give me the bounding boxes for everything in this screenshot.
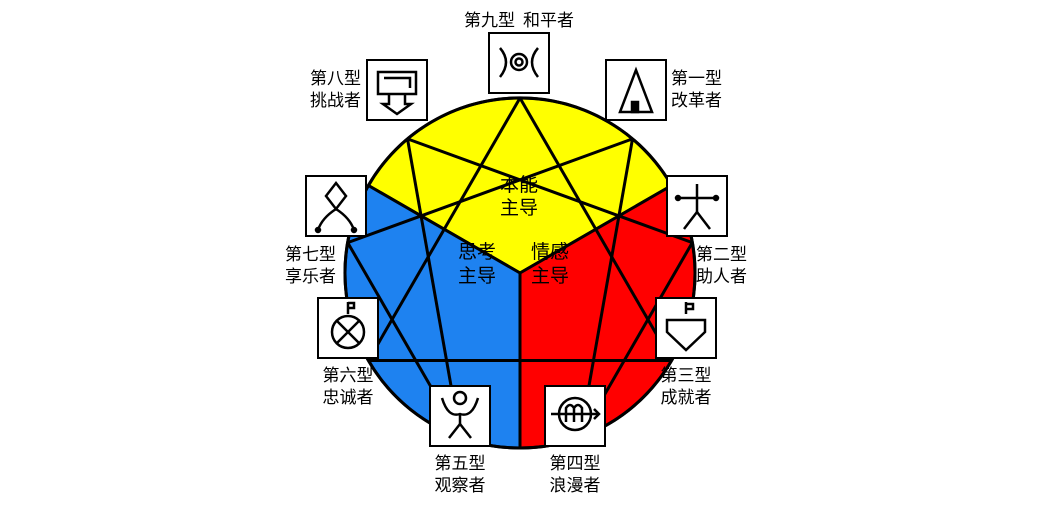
center-labels: 本能 主导 思考 主导 情感 主导	[458, 174, 569, 287]
type-7-label-line2: 享乐者	[285, 267, 336, 287]
center-sectors	[343, 96, 697, 450]
connection-2-8	[406, 137, 693, 245]
type-2-label-line1: 第二型	[696, 245, 747, 265]
type-3-label-line2: 成就者	[661, 388, 712, 408]
type-7-label-line1: 第七型	[285, 245, 336, 265]
type-8-box	[366, 59, 428, 121]
connection-6-9	[367, 97, 522, 362]
type-5-box	[429, 385, 491, 447]
type-2-box	[666, 175, 728, 237]
type-4-box	[544, 385, 606, 447]
type-1-box	[605, 59, 667, 121]
thinking-center-label-line2: 主导	[458, 265, 496, 287]
type-5-label-line1: 第五型	[435, 454, 486, 474]
loyalist-crossed-circle-icon	[330, 301, 366, 350]
connection-7-1	[347, 137, 634, 245]
helper-figure-icon	[674, 184, 720, 230]
feeling-center-label-line1: 情感	[531, 241, 569, 263]
reformer-triangle-icon	[618, 66, 654, 114]
type-6-label-line1: 第六型	[323, 366, 374, 386]
enthusiast-diamond-figure-icon	[314, 180, 358, 234]
type-3-box	[655, 297, 717, 359]
connection-9-3	[518, 97, 673, 362]
type-labels: 第九型和平者 第一型 改革者 第二型 助人者 第三型 成就者 第四型 浪漫者 第…	[285, 11, 747, 496]
achiever-spinning-top-icon	[665, 302, 707, 352]
type-8-label-line1: 第八型	[310, 69, 361, 89]
type-2-label-line2: 助人者	[696, 267, 747, 287]
type-1-label-line2: 改革者	[671, 91, 722, 111]
romantic-circle-arrow-icon	[551, 396, 601, 432]
thinking-center-label-line1: 思考	[458, 241, 496, 263]
type-3-label-line1: 第三型	[661, 366, 712, 386]
type-1-label-line1: 第一型	[671, 69, 722, 89]
type-6-box	[317, 297, 379, 359]
harmony-circles-icon	[499, 47, 539, 78]
feeling-center-label-line2: 主导	[531, 265, 569, 287]
type-7-box	[305, 175, 367, 237]
type-8-label-line2: 挑战者	[310, 91, 361, 111]
type-4-label-line2: 浪漫者	[550, 476, 601, 496]
type-4-label-line1: 第四型	[550, 454, 601, 474]
observer-figure-icon	[440, 390, 480, 439]
type-9-box	[488, 32, 550, 94]
type-6-label-line2: 忠诚者	[323, 388, 374, 408]
type-9-label: 第九型和平者	[464, 11, 574, 31]
instinct-center-label-line2: 主导	[500, 197, 538, 219]
type-5-label-line2: 观察者	[435, 476, 486, 496]
challenger-box-arrow-icon	[376, 70, 418, 116]
instinct-center-label-line1: 本能	[500, 174, 538, 196]
